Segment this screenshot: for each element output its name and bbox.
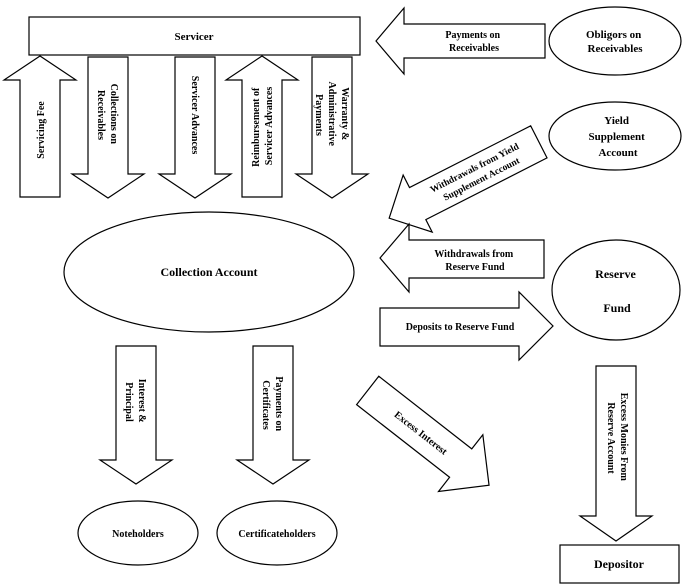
servicer-advances-label: Servicer Advances — [189, 76, 200, 155]
warranty-line-3: Payments — [313, 94, 324, 136]
servicing-fee-arrow: Servicing Fee — [2, 55, 78, 198]
withdrawals-yield-arrow: Withdrawals from Yield Supplement Accoun… — [388, 125, 548, 234]
depositor-label: Depositor — [594, 557, 645, 571]
deposits-reserve-arrow: Deposits to Reserve Fund — [379, 290, 554, 362]
interest-principal-line-2: Principal — [123, 382, 134, 422]
reserve-fund-label: Reserve Fund — [595, 267, 639, 315]
warranty-line-2: Administrative — [326, 82, 337, 147]
withdrawals-reserve-line-2: Reserve Fund — [445, 262, 505, 273]
servicer-label: Servicer — [174, 31, 213, 43]
certificateholders-label: Certificateholders — [238, 529, 315, 540]
warranty-line-1: Warranty & — [339, 87, 350, 140]
servicer-box: Servicer — [28, 16, 361, 56]
payments-on-receivables-line-1: Payments on — [445, 30, 500, 41]
payments-certificates-line-1: Payments on — [273, 376, 284, 431]
deposits-reserve-label: Deposits to Reserve Fund — [406, 322, 515, 333]
noteholders-label: Noteholders — [112, 529, 164, 540]
payments-on-receivables-label: Payments on Receivables — [445, 30, 502, 54]
noteholders-node: Noteholders — [77, 500, 199, 566]
withdrawals-reserve-line-1: Withdrawals from — [434, 249, 513, 260]
collection-account-node: Collection Account — [63, 211, 355, 333]
collections-on-receivables-line-2: Receivables — [95, 90, 106, 140]
reimbursement-line-2: Servicer Advances — [264, 87, 275, 166]
reserve-fund-line-1: Reserve — [595, 267, 636, 281]
payments-on-receivables-arrow: Payments on Receivables — [375, 6, 546, 76]
reimbursement-line-1: Reimbursement of — [251, 87, 262, 167]
excess-monies-line-1: Excess Monies From — [618, 393, 629, 482]
payments-certificates-line-2: Certificates — [260, 380, 271, 430]
obligors-node: Obligors on Receivables — [548, 6, 682, 76]
collections-on-receivables-label: Collections on Receivables — [95, 84, 119, 147]
reserve-fund-node: Reserve Fund — [551, 239, 681, 341]
yield-supplement-node: Yield Supplement Account — [548, 101, 682, 171]
withdrawals-reserve-arrow: Withdrawals from Reserve Fund — [379, 222, 545, 294]
excess-interest-arrow: Excess Interest — [355, 375, 490, 493]
warranty-label: Warranty & Administrative Payments — [313, 82, 350, 149]
yield-supplement-line-2: Supplement — [589, 131, 646, 143]
interest-principal-label: Interest & Principal — [123, 379, 147, 425]
collections-on-receivables-arrow: Collections on Receivables — [70, 56, 146, 199]
reserve-fund-line-2: Fund — [603, 301, 631, 315]
yield-supplement-line-3: Account — [598, 147, 637, 159]
reimbursement-label: Reimbursement of Servicer Advances — [251, 85, 275, 167]
excess-monies-line-2: Reserve Account — [605, 402, 616, 474]
payments-on-receivables-line-2: Receivables — [449, 43, 499, 54]
depositor-box: Depositor — [559, 544, 680, 584]
collections-on-receivables-line-1: Collections on — [108, 84, 119, 145]
interest-principal-line-1: Interest & — [136, 379, 147, 423]
collection-account-label: Collection Account — [161, 265, 258, 279]
obligors-label: Obligors on Receivables — [586, 29, 644, 55]
servicing-fee-label: Servicing Fee — [36, 101, 47, 159]
excess-monies-arrow: Excess Monies From Reserve Account — [578, 365, 654, 542]
payments-certificates-label: Payments on Certificates — [260, 376, 284, 433]
warranty-arrow: Warranty & Administrative Payments — [294, 56, 370, 199]
reimbursement-arrow: Reimbursement of Servicer Advances — [224, 55, 300, 198]
payments-certificates-arrow: Payments on Certificates — [235, 345, 311, 485]
obligors-label-line-2: Receivables — [588, 43, 644, 55]
excess-monies-label: Excess Monies From Reserve Account — [605, 393, 629, 484]
withdrawals-reserve-label: Withdrawals from Reserve Fund — [434, 249, 515, 273]
yield-supplement-line-1: Yield — [604, 115, 629, 127]
interest-principal-arrow: Interest & Principal — [98, 345, 174, 485]
obligors-label-line-1: Obligors on — [586, 29, 641, 41]
certificateholders-node: Certificateholders — [216, 500, 338, 566]
yield-supplement-label: Yield Supplement Account — [589, 115, 648, 159]
servicer-advances-arrow: Servicer Advances — [157, 56, 233, 199]
